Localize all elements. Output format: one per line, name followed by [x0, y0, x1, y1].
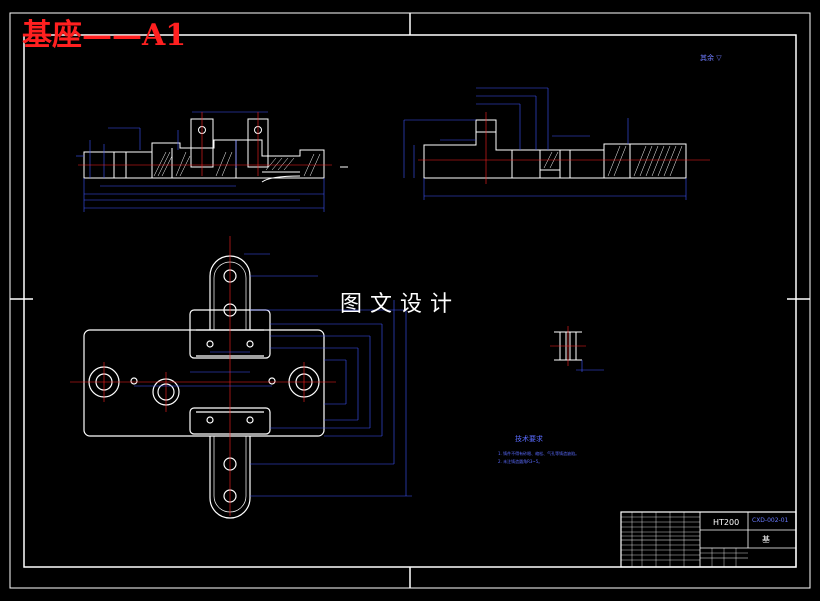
sheet-title: 基座——A1: [22, 18, 187, 53]
title-block-material: HT200: [713, 518, 740, 527]
centering-marks: [10, 13, 810, 588]
title-block: [620, 511, 797, 568]
technical-requirement-1: 1. 铸件不得有砂眼、缩松、气孔等铸造缺陷。: [498, 451, 580, 456]
title-block-part-name: 基: [762, 535, 770, 544]
side-view: [403, 87, 710, 200]
watermark-text: 图文设计: [340, 292, 461, 317]
title-block-drawing-number: CXD-002-01: [752, 517, 789, 524]
technical-requirement-2: 2. 未注铸造圆角R3~5。: [498, 459, 543, 464]
top-view: [70, 236, 412, 519]
front-view: [76, 111, 348, 212]
surface-finish-note: 其余 ▽: [700, 54, 722, 62]
section-detail: [550, 326, 604, 372]
technical-requirements-title: 技术要求: [515, 435, 543, 443]
